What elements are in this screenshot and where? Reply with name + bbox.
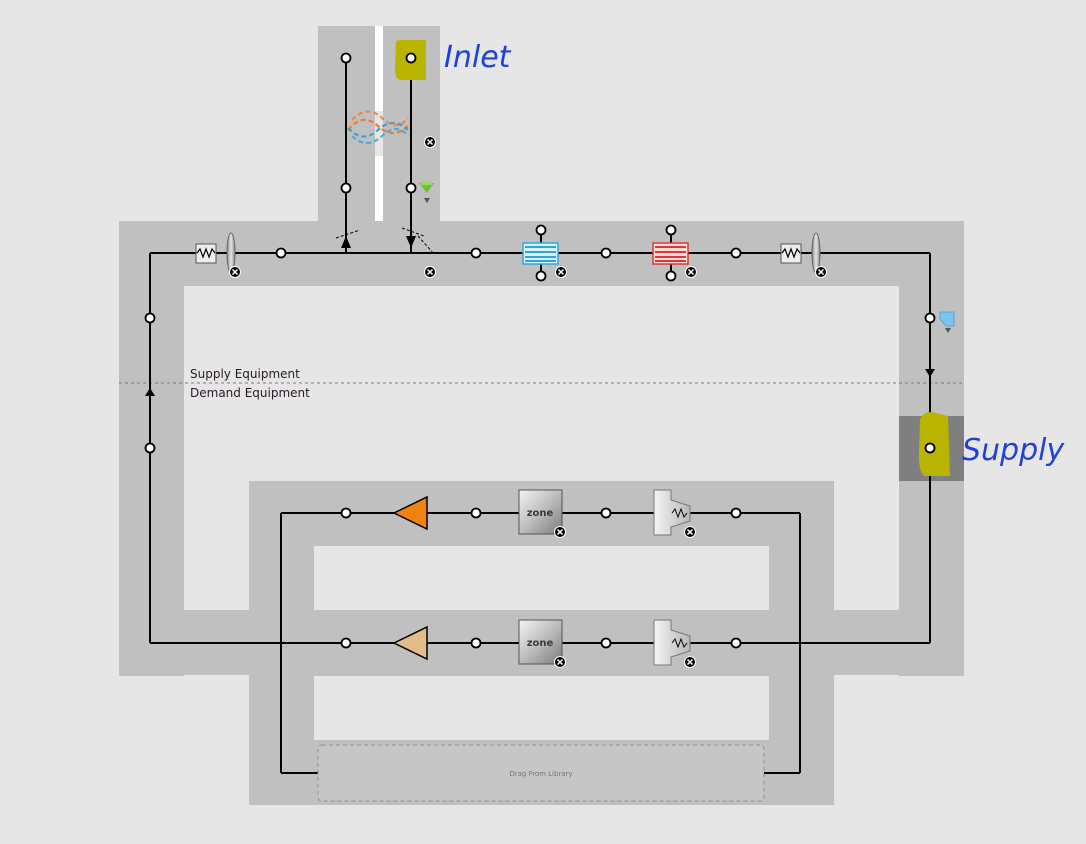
supply-annotation: Supply <box>962 433 1065 468</box>
outdoor-air-gap-top <box>375 26 383 111</box>
loop-node[interactable] <box>600 637 612 649</box>
loop-node[interactable] <box>340 637 352 649</box>
zone-2-label: zone <box>527 638 554 649</box>
loop-node[interactable] <box>405 182 417 194</box>
setpoint-manager-icon[interactable] <box>419 181 434 203</box>
air-terminal-reheat-2-icon[interactable] <box>653 619 691 666</box>
loop-node[interactable] <box>340 52 352 64</box>
remove-x-icon[interactable] <box>685 266 697 278</box>
air-terminal-reheat-1-icon[interactable] <box>653 489 691 536</box>
loop-node[interactable] <box>470 637 482 649</box>
loop-node[interactable] <box>340 182 352 194</box>
remove-x-icon[interactable] <box>555 266 567 278</box>
remove-x-icon[interactable] <box>554 656 566 668</box>
loop-node[interactable] <box>470 247 482 259</box>
thermal-zone-2[interactable]: zone <box>518 619 563 665</box>
loop-node[interactable] <box>600 247 612 259</box>
flow-arrows <box>145 236 935 396</box>
loop-node[interactable] <box>600 507 612 519</box>
loop-node[interactable] <box>730 637 742 649</box>
loop-node[interactable] <box>340 507 352 519</box>
loop-node[interactable] <box>924 312 936 324</box>
loop-node[interactable] <box>405 52 417 64</box>
heating-coil-icon[interactable] <box>652 230 689 276</box>
demand-equipment-label: Demand Equipment <box>190 386 310 400</box>
loop-node[interactable] <box>144 442 156 454</box>
heat-recovery-icon[interactable] <box>347 110 409 145</box>
damper-icon[interactable] <box>335 227 435 255</box>
outdoor-air-gap-bottom <box>375 156 383 221</box>
remove-buttons <box>229 136 827 668</box>
remove-x-icon[interactable] <box>229 266 241 278</box>
remove-x-icon[interactable] <box>554 526 566 538</box>
thermal-zone-1[interactable]: zone <box>518 489 563 535</box>
return-fan-icon[interactable] <box>195 232 236 274</box>
loop-node[interactable] <box>470 507 482 519</box>
supply-equipment-label: Supply Equipment <box>190 367 300 381</box>
remove-x-icon[interactable] <box>684 656 696 668</box>
loop-node[interactable] <box>275 247 287 259</box>
supply-highlight-scribble <box>918 412 950 476</box>
inlet-annotation: Inlet <box>444 40 512 75</box>
loop-nodes <box>144 52 936 649</box>
zone-1-label: zone <box>527 508 554 519</box>
loop-node[interactable] <box>665 270 677 282</box>
loop-node[interactable] <box>730 247 742 259</box>
remove-x-icon[interactable] <box>815 266 827 278</box>
cooling-coil-icon[interactable] <box>522 230 559 276</box>
loop-node[interactable] <box>535 224 547 236</box>
terminal-unit-1-icon[interactable] <box>392 495 428 531</box>
loop-node[interactable] <box>535 270 547 282</box>
loop-node[interactable] <box>665 224 677 236</box>
loop-node[interactable] <box>730 507 742 519</box>
drag-from-library-drop-zone[interactable] <box>317 744 765 802</box>
remove-x-icon[interactable] <box>424 266 436 278</box>
drag-from-library-label: Drag From Library <box>509 770 572 778</box>
loop-node[interactable] <box>144 312 156 324</box>
terminal-unit-2-icon[interactable] <box>392 625 428 661</box>
remove-x-icon[interactable] <box>684 526 696 538</box>
supply-fan-icon[interactable] <box>780 232 821 274</box>
loop-node[interactable] <box>924 442 936 454</box>
remove-x-icon[interactable] <box>424 136 436 148</box>
supply-setpoint-marker-icon[interactable] <box>939 311 955 333</box>
